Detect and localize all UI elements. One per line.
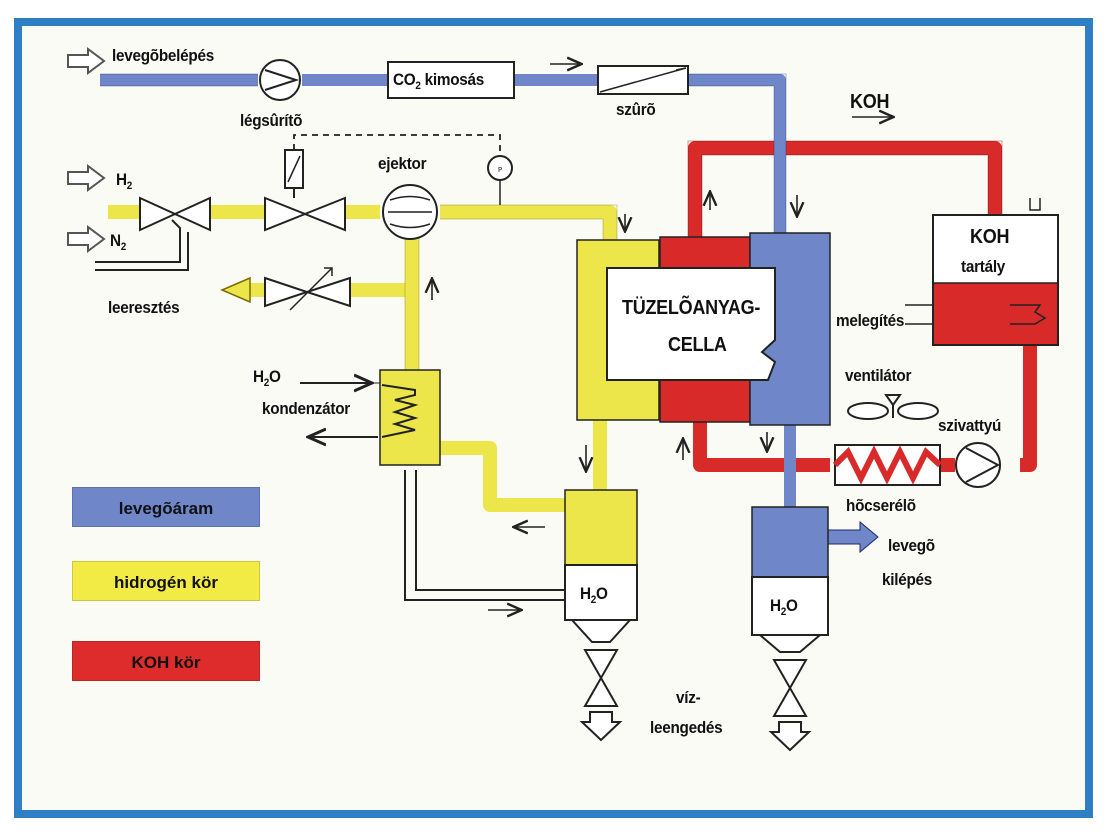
air-out-arrow-icon [827,520,879,554]
compressor-label: légsûrítõ [240,111,303,130]
koh-flow-label: KOH [850,91,890,113]
mixing-valve-icon [139,196,211,232]
water-drain-label-line2: leengedés [650,718,723,737]
air-outlet-label-line1: levegõ [888,536,935,555]
pump-label: szivattyú [938,416,1002,435]
air-outlet-label-line2: kilépés [882,570,933,589]
legend-label-koh: KOH kör [131,653,201,672]
co2-scrubber [387,61,515,99]
condenser-water-label: H2O [253,367,281,389]
pressure-gauge-icon: P [487,155,513,205]
condenser-icon [379,369,441,466]
drain-arrow-icon [220,276,251,304]
water-return-line [404,470,565,601]
water-collector-right-label: H2O [770,596,798,618]
water-drain-valve-right-icon [757,634,823,752]
condenser-label: kondenzátor [262,399,350,418]
svg-text:P: P [498,166,502,174]
koh-tank-icon [905,198,1059,346]
water-drain-valve-left-icon [569,619,633,742]
heating-label: melegítés [836,311,905,330]
hydrogen-separator [564,489,638,566]
fuel-cell-label-line1: TÜZELÕANYAG- [622,297,761,319]
legend-item-air: levegõáram [72,487,260,527]
koh-tank-label-line1: KOH [970,226,1010,248]
air-separator [751,506,829,578]
fan-icon [847,394,939,420]
fan-label: ventilátor [845,366,912,385]
water-collector-right [751,576,829,636]
h2-label: H2 [116,170,133,192]
ejector-icon [382,184,438,240]
water-collector-left [564,564,638,621]
fuel-cell-label-box [606,267,777,381]
air-line [100,74,796,510]
filter-label: szûrõ [616,100,656,119]
air-inlet-arrow-icon [67,47,106,75]
water-drain-label-line1: víz- [676,688,701,707]
water-collector-left-label: H2O [580,584,608,606]
legend-label-hydrogen: hidrogén kör [114,573,218,592]
n2-label: N2 [110,231,127,253]
compressor-icon [259,59,301,101]
legend-label-air: levegõáram [118,499,214,518]
n2-inlet-arrow-icon [67,225,106,253]
hydrogen-circuit [108,205,617,512]
legend-item-hydrogen: hidrogén kör [72,561,260,601]
control-line [293,134,501,155]
koh-tank-label-line2: tartály [961,257,1006,276]
ejector-label: ejektor [378,154,427,173]
solenoid-icon [284,149,304,198]
h2-inlet-arrow-icon [67,164,106,192]
filter-icon [597,65,689,95]
heat-exchanger-icon [832,444,943,486]
hydrogen-circuit-outline [404,204,618,380]
drain-valve-icon [264,267,351,311]
flow-arrows [432,64,892,610]
fuel-cell-label-line2: CELLA [668,334,727,356]
legend-item-koh: KOH kör [72,641,260,681]
koh-loop-outline [687,140,1003,240]
air-inlet-label: levegõbelépés [112,46,214,65]
pump-icon [955,442,1001,488]
n2-line [95,219,181,263]
drain-label: leeresztés [108,298,180,317]
h2-valve-icon [264,196,346,232]
heat-exchanger-label: hõcserélõ [846,496,916,515]
inlet-arrows [67,47,106,253]
co2-scrubber-label: CO2 kimosás [393,70,484,92]
